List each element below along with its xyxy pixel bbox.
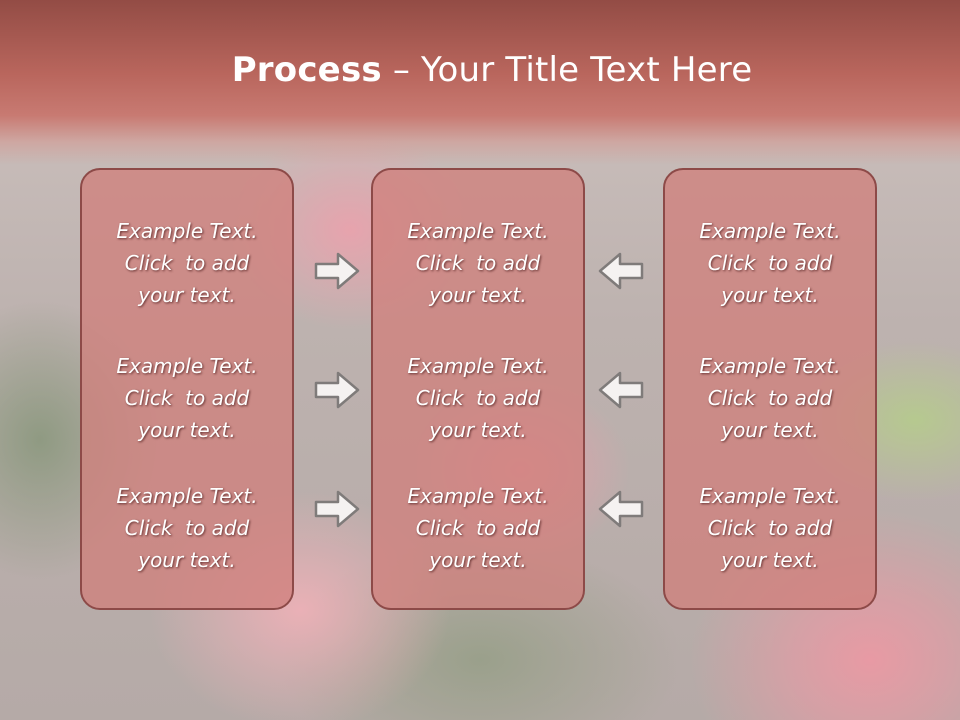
- title-bold: Process: [231, 50, 382, 90]
- text-block[interactable]: Example Text. Click to add your text.: [373, 480, 583, 576]
- arrow-right-icon: [314, 252, 360, 290]
- text-line: your text.: [721, 283, 819, 307]
- text-line: Example Text.: [699, 219, 841, 243]
- text-block[interactable]: Example Text. Click to add your text.: [665, 215, 875, 311]
- text-line: your text.: [138, 418, 236, 442]
- text-line: Example Text.: [116, 484, 258, 508]
- text-line: Click to add: [415, 386, 541, 410]
- process-box-right[interactable]: Example Text. Click to add your text. Ex…: [663, 168, 877, 610]
- text-line: your text.: [721, 418, 819, 442]
- text-line: your text.: [429, 283, 527, 307]
- title-banner: [0, 0, 960, 165]
- text-block[interactable]: Example Text. Click to add your text.: [82, 480, 292, 576]
- text-line: your text.: [138, 283, 236, 307]
- text-line: Example Text.: [407, 219, 549, 243]
- arrow-left-icon: [598, 371, 644, 409]
- text-line: your text.: [429, 548, 527, 572]
- arrow-left-icon: [598, 490, 644, 528]
- text-block[interactable]: Example Text. Click to add your text.: [665, 480, 875, 576]
- text-line: your text.: [721, 548, 819, 572]
- text-line: your text.: [138, 548, 236, 572]
- text-line: Example Text.: [407, 484, 549, 508]
- text-line: Click to add: [707, 516, 833, 540]
- arrow-right-icon: [314, 490, 360, 528]
- text-line: Click to add: [707, 251, 833, 275]
- text-line: Example Text.: [407, 354, 549, 378]
- text-line: your text.: [429, 418, 527, 442]
- text-line: Click to add: [707, 386, 833, 410]
- text-block[interactable]: Example Text. Click to add your text.: [373, 350, 583, 446]
- arrow-right-icon: [314, 371, 360, 409]
- text-block[interactable]: Example Text. Click to add your text.: [82, 350, 292, 446]
- text-line: Example Text.: [699, 354, 841, 378]
- process-box-left[interactable]: Example Text. Click to add your text. Ex…: [80, 168, 294, 610]
- arrow-left-icon: [598, 252, 644, 290]
- text-line: Click to add: [415, 516, 541, 540]
- text-line: Click to add: [124, 516, 250, 540]
- process-box-center[interactable]: Example Text. Click to add your text. Ex…: [371, 168, 585, 610]
- text-line: Click to add: [415, 251, 541, 275]
- text-line: Example Text.: [116, 354, 258, 378]
- slide-title[interactable]: Process – Your Title Text Here: [0, 50, 960, 90]
- text-line: Click to add: [124, 386, 250, 410]
- text-line: Example Text.: [699, 484, 841, 508]
- text-block[interactable]: Example Text. Click to add your text.: [82, 215, 292, 311]
- text-block[interactable]: Example Text. Click to add your text.: [665, 350, 875, 446]
- text-block[interactable]: Example Text. Click to add your text.: [373, 215, 583, 311]
- text-line: Example Text.: [116, 219, 258, 243]
- title-rest: – Your Title Text Here: [381, 50, 753, 90]
- text-line: Click to add: [124, 251, 250, 275]
